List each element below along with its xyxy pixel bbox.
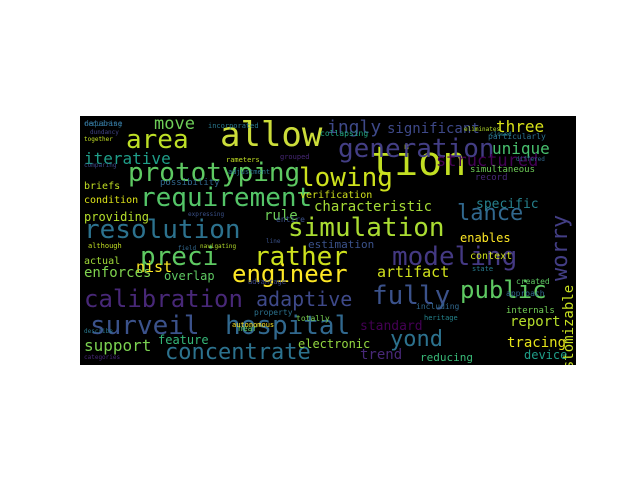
word-30: characteristic: [314, 199, 433, 215]
word-54: condition: [84, 195, 139, 206]
word-62: collapsing: [320, 129, 369, 138]
word-58: simultaneous: [470, 165, 536, 175]
word-14: engineer: [232, 260, 348, 288]
word-69: advantage: [248, 278, 286, 286]
word-17: adaptive: [256, 287, 353, 311]
word-20: hospital: [225, 311, 351, 341]
word-68: incorporated: [208, 122, 259, 130]
word-86: line: [266, 238, 281, 245]
word-40: overlap: [164, 269, 215, 283]
word-67: approach: [506, 289, 545, 298]
word-60: particularly: [488, 132, 546, 141]
word-19: surveil: [90, 311, 200, 341]
word-74: together: [84, 136, 113, 143]
word-53: providing: [84, 210, 150, 224]
word-92: database: [84, 119, 123, 128]
word-66: created: [516, 277, 550, 286]
word-44: tracing: [507, 335, 567, 351]
word-57: internals: [506, 306, 555, 316]
word-4: prototyping: [128, 158, 301, 188]
word-87: field: [178, 245, 197, 252]
word-29: structured: [436, 151, 539, 171]
word-46: reducing: [420, 351, 473, 364]
word-82: closed: [490, 131, 512, 138]
word-37: report: [510, 314, 561, 330]
word-72: requiring: [84, 120, 122, 128]
word-27: unique: [492, 139, 550, 158]
word-78: adjustment: [228, 168, 271, 176]
word-79: grouped: [280, 153, 310, 161]
word-22: yond: [390, 327, 443, 352]
word-21: concentrate: [165, 340, 311, 365]
word-65: entire: [276, 215, 305, 224]
word-9: resolution: [84, 215, 241, 245]
word-11: preci: [140, 242, 219, 272]
word-88: navigating: [200, 243, 237, 250]
word-3: area: [126, 125, 189, 155]
word-56: actual: [84, 256, 121, 267]
word-85: autonomous: [232, 321, 275, 329]
word-42: electronic: [298, 337, 371, 351]
word-55: briefs: [84, 181, 121, 192]
word-90: categories: [84, 354, 121, 361]
word-51: verification: [300, 190, 373, 201]
word-34: enforces: [84, 265, 152, 281]
word-28: iterative: [84, 149, 171, 168]
word-64: property: [254, 308, 293, 317]
word-84: heritage: [424, 314, 458, 322]
word-33: nist: [136, 258, 173, 276]
word-49: context: [470, 251, 513, 262]
word-41: feature: [158, 333, 209, 347]
word-59: record: [475, 173, 508, 183]
word-63: near: [238, 324, 258, 333]
word-70: totally: [296, 314, 330, 323]
word-75: comparing: [84, 162, 117, 169]
word-13: modeling: [392, 242, 518, 272]
word-61: possibility: [160, 178, 220, 188]
word-24: move: [154, 116, 195, 134]
word-1: tion: [370, 139, 467, 185]
word-7: worry: [548, 214, 573, 281]
word-52: estimation: [308, 238, 375, 251]
word-32: specific: [476, 197, 539, 212]
word-10: lance: [457, 201, 524, 226]
word-73: dundancy: [90, 129, 119, 136]
word-50: significant: [387, 121, 480, 137]
word-71: including: [416, 302, 460, 311]
word-43: trend: [360, 347, 403, 363]
word-39: standard: [360, 319, 423, 334]
word-8: simulation: [288, 213, 445, 243]
word-12: rather: [254, 242, 348, 272]
word-83: state: [472, 265, 494, 273]
word-77: rameters: [226, 156, 260, 164]
word-2: generation: [338, 134, 495, 164]
word-31: rule: [264, 208, 298, 224]
word-16: calibration: [84, 285, 243, 313]
word-26: three: [496, 117, 545, 136]
word-38: support: [84, 336, 152, 355]
word-81: differed: [516, 156, 545, 163]
word-36: enables: [460, 231, 511, 245]
word-6: requirement: [140, 183, 313, 213]
word-80: eliminates: [464, 126, 501, 133]
word-0: allow: [220, 116, 323, 155]
word-45: device: [524, 348, 568, 362]
word-35: artifact: [377, 263, 450, 281]
word-5: lowing: [299, 163, 393, 193]
word-15: fully: [372, 281, 451, 311]
word-91: describe: [84, 328, 113, 335]
word-25: ingly: [327, 117, 382, 138]
word-89: although: [88, 242, 122, 250]
word-18: public: [460, 276, 547, 304]
word-76: expressing: [188, 211, 225, 218]
